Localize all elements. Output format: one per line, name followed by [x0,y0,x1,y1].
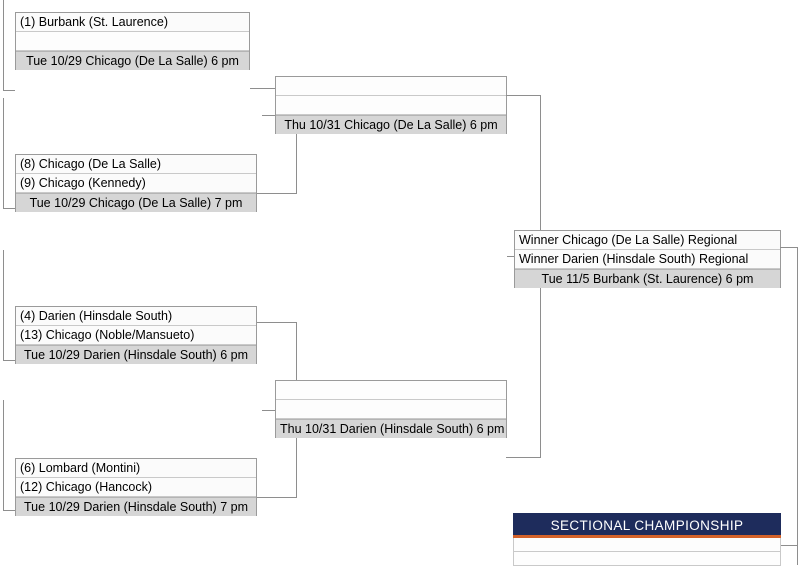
semifinal-bottom[interactable]: Thu 10/31 Darien (Hinsdale South) 6 pm [275,380,507,438]
quarterfinal-top-2[interactable]: (8) Chicago (De La Salle) (9) Chicago (K… [15,154,257,212]
team-name: (6) Lombard (Montini) [16,459,256,478]
connector-final-in [507,256,515,257]
game-info: Tue 10/29 Chicago (De La Salle) 7 pm [16,193,256,212]
connector-semifinal-top-in [262,115,276,116]
quarterfinal-bottom-1[interactable]: (4) Darien (Hinsdale South) (13) Chicago… [15,306,257,364]
game-info: Tue 11/5 Burbank (St. Laurence) 6 pm [515,269,780,288]
game-info: Thu 10/31 Darien (Hinsdale South) 6 pm [276,419,506,438]
connector-left-edge-top-stub [3,90,15,91]
team-name: (4) Darien (Hinsdale South) [16,307,256,326]
sectional-championship-panel: SECTIONAL CHAMPIONSHIP [513,513,781,566]
semifinal-top[interactable]: Thu 10/31 Chicago (De La Salle) 6 pm [275,76,507,134]
game-info: Tue 10/29 Darien (Hinsdale South) 7 pm [16,497,256,516]
connector-left-edge-lower-mid [3,250,4,360]
connector-left-edge-bottom-stub [3,510,15,511]
connector-left-edge-upper-mid-stub [3,208,15,209]
quarterfinal-bottom-2[interactable]: (6) Lombard (Montini) (12) Chicago (Hanc… [15,458,257,516]
team-name: (12) Chicago (Hancock) [16,478,256,497]
connector-left-edge-bottom [3,400,4,510]
team-name [276,77,506,96]
game-info: Thu 10/31 Chicago (De La Salle) 6 pm [276,115,506,134]
sectional-final[interactable]: Winner Chicago (De La Salle) Regional Wi… [514,230,781,288]
championship-blank-row [513,538,781,552]
connector-qf-top-vertical [296,88,297,193]
connector-left-edge-top [3,0,4,90]
quarterfinal-top-1[interactable]: (1) Burbank (St. Laurence) Tue 10/29 Chi… [15,12,250,70]
connector-final-out [780,247,798,248]
connector-qf-bottom-2-out [257,497,297,498]
connector-semifinal-bottom-in [262,410,276,411]
connector-left-edge-upper-mid [3,98,4,208]
team-name: (8) Chicago (De La Salle) [16,155,256,174]
connector-semifinal-top-out [506,95,541,96]
team-name [276,381,506,400]
connector-qf-top-1-out [250,88,297,89]
connector-semifinal-bottom-out [506,457,541,458]
team-name [276,96,506,115]
game-info: Tue 10/29 Chicago (De La Salle) 6 pm [16,51,249,70]
team-name: Winner Darien (Hinsdale South) Regional [515,250,780,269]
connector-qf-bottom-1-out [257,322,297,323]
sectional-championship-title: SECTIONAL CHAMPIONSHIP [513,513,781,538]
team-name: (9) Chicago (Kennedy) [16,174,256,193]
connector-left-edge-lower-mid-stub [3,360,15,361]
team-name [16,32,249,51]
game-info: Tue 10/29 Darien (Hinsdale South) 6 pm [16,345,256,364]
team-name [276,400,506,419]
team-name: (1) Burbank (St. Laurence) [16,13,249,32]
team-name: Winner Chicago (De La Salle) Regional [515,231,780,250]
connector-championship-in [781,545,798,546]
team-name: (13) Chicago (Noble/Mansueto) [16,326,256,345]
championship-blank-row [513,552,781,566]
connector-qf-top-2-out [257,193,297,194]
connector-championship-vertical [797,247,798,565]
